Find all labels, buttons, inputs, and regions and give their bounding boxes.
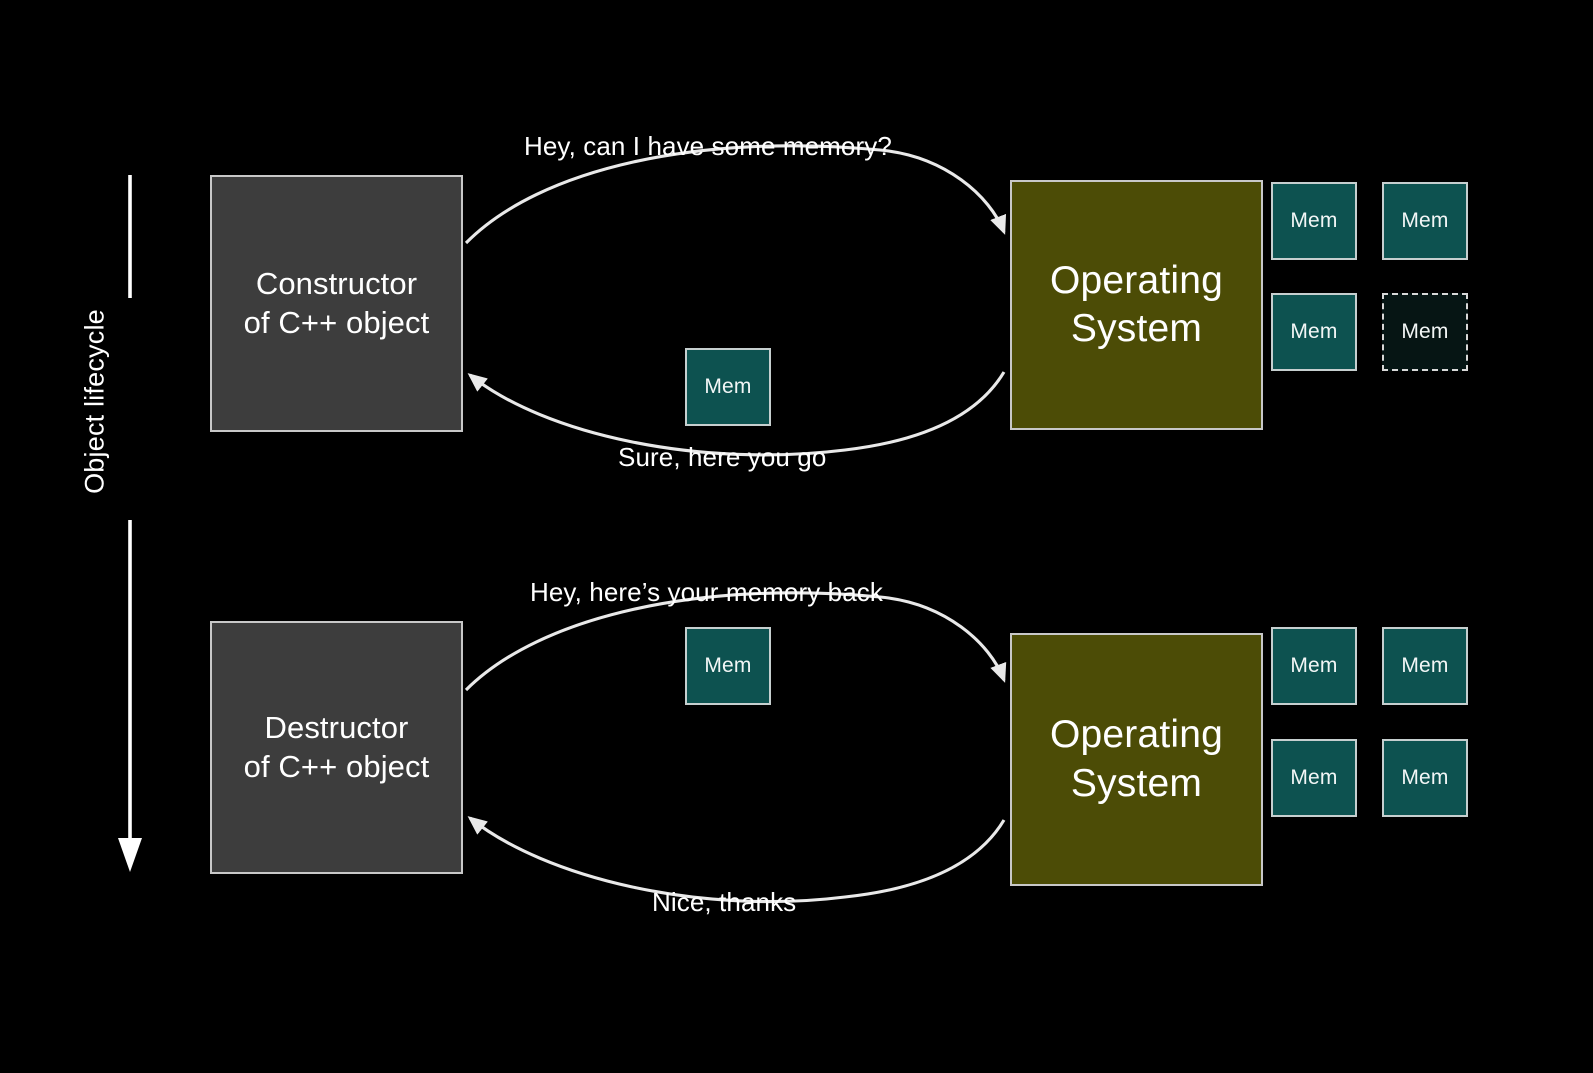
memory-pool-chip-4-construction-free[interactable]: Mem [1382,293,1468,371]
os-line-2: System [1070,307,1203,350]
caption-request-construction: Hey, can I have some memory? [524,131,892,161]
memory-chip-label: Mem [1290,766,1338,789]
caption-response-construction: Sure, here you go [618,442,827,472]
memory-pool-chip-1-construction[interactable]: Mem [1271,182,1357,260]
object-lifecycle-label: Object lifecycle [79,309,110,494]
memory-pool-chip-4-destruction[interactable]: Mem [1382,739,1468,817]
memory-chip-label: Mem [704,375,752,398]
memory-chip-label: Mem [704,654,752,677]
memory-pool-chip-2-construction[interactable]: Mem [1382,182,1468,260]
memory-chip-handoff-destruction[interactable]: Mem [685,627,771,705]
memory-chip-label: Mem [1290,209,1338,232]
memory-pool-chip-2-destruction[interactable]: Mem [1382,627,1468,705]
constructor-line-2: of C++ object [243,304,430,340]
os-line-2: System [1070,761,1203,805]
memory-chip-label: Mem [1290,654,1338,677]
object-lifecycle-axis [118,175,142,872]
destructor-line-2: of C++ object [243,748,430,784]
caption-request-destruction: Hey, here’s your memory back [530,577,883,607]
caption-response-destruction: Nice, thanks [652,887,797,917]
memory-chip-label: Mem [1401,654,1449,677]
memory-chip-label: Mem [1401,320,1449,343]
memory-pool-chip-3-construction[interactable]: Mem [1271,293,1357,371]
memory-chip-handoff-construction[interactable]: Mem [685,348,771,426]
memory-chip-label: Mem [1401,766,1449,789]
constructor-line-1: Constructor [255,266,418,302]
memory-chip-label: Mem [1401,209,1449,232]
memory-pool-chip-1-destruction[interactable]: Mem [1271,627,1357,705]
memory-chip-label: Mem [1290,320,1338,343]
memory-pool-chip-3-destruction[interactable]: Mem [1271,739,1357,817]
os-line-1: Operating [1049,713,1224,757]
os-line-1: Operating [1049,258,1224,302]
destructor-line-1: Destructor [264,710,409,746]
